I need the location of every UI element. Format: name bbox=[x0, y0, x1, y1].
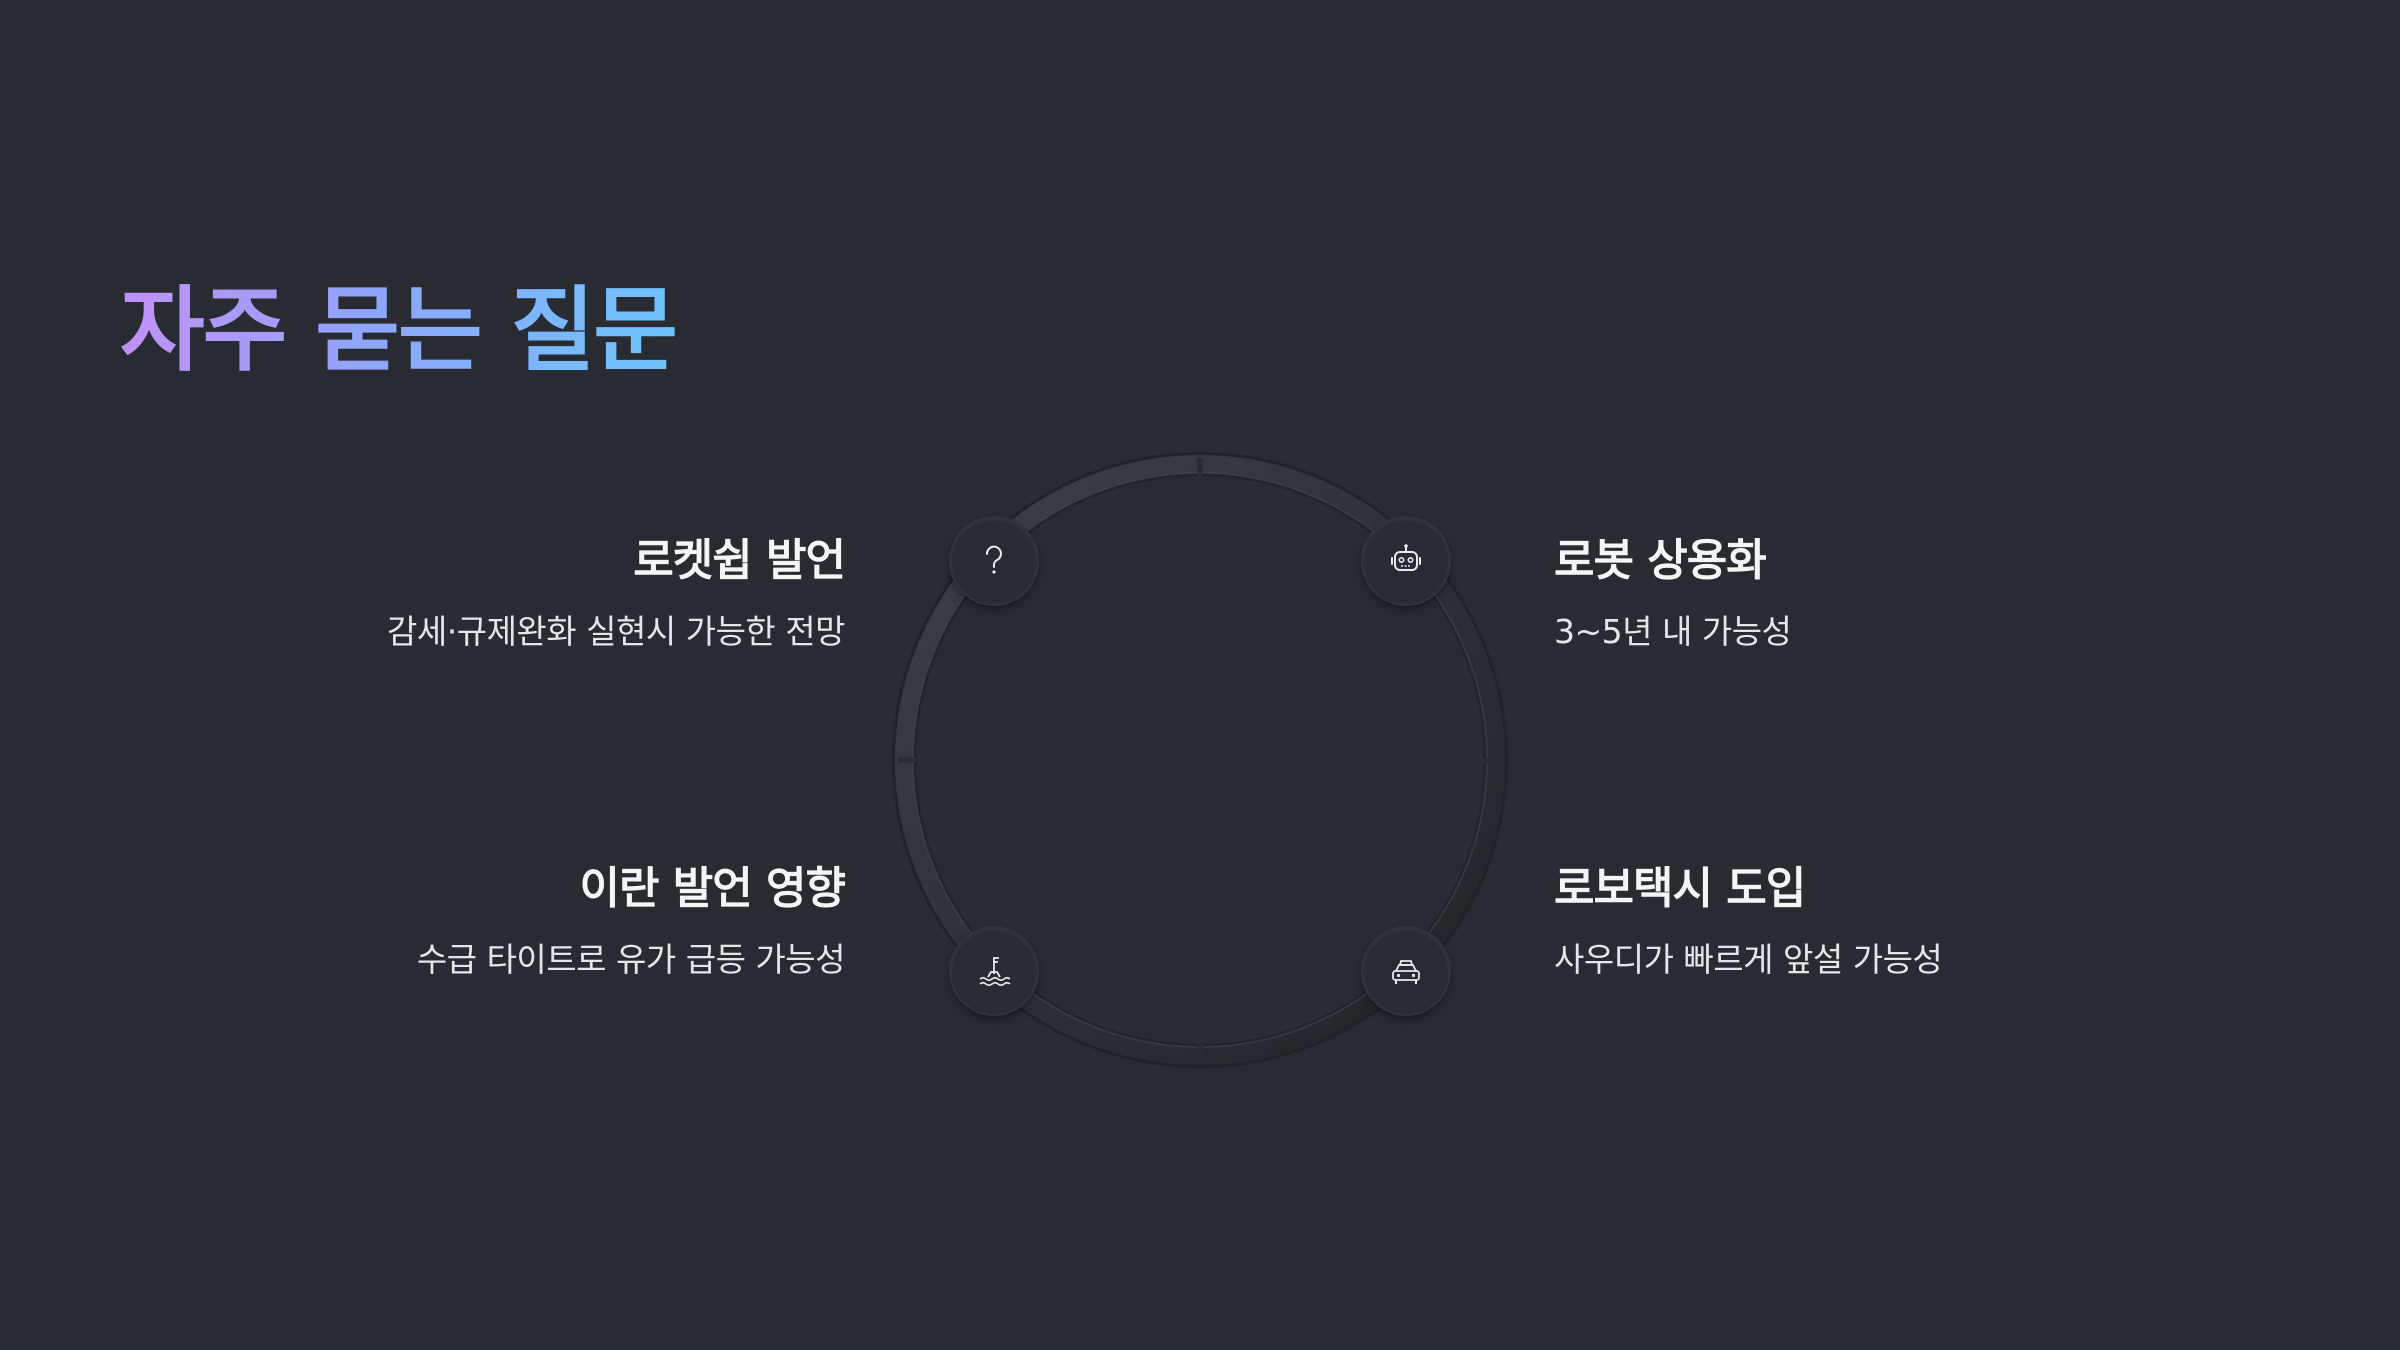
faq-heading: 이란 발언 영향 bbox=[579, 863, 846, 914]
robot-icon bbox=[1391, 544, 1421, 571]
cycle-ring bbox=[892, 452, 1508, 1068]
faq-item-rocketship: 로켓쉽 발언 감세·규제완화 실현시 가능한 전망 bbox=[245, 535, 846, 651]
faq-heading: 로보택시 도입 bbox=[1554, 863, 1806, 914]
faq-item-iran: 이란 발언 영향 수급 타이트로 유가 급등 가능성 bbox=[245, 863, 846, 979]
faq-item-robotaxi: 로보택시 도입 사우디가 빠르게 앞설 가능성 bbox=[1554, 863, 2154, 979]
faq-heading: 로봇 상용화 bbox=[1554, 535, 1767, 586]
robot-node bbox=[1363, 518, 1449, 604]
question-icon bbox=[985, 545, 1002, 574]
faq-heading: 로켓쉽 발언 bbox=[633, 535, 846, 586]
page-title: 자주 묻는 질문 bbox=[120, 277, 678, 384]
taxi-icon bbox=[1392, 960, 1420, 984]
faq-description: 수급 타이트로 유가 급등 가능성 bbox=[416, 939, 846, 979]
faq-description: 감세·규제완화 실현시 가능한 전망 bbox=[387, 611, 846, 651]
oil-rig-icon bbox=[979, 957, 1011, 987]
faq-description: 3~5년 내 가능성 bbox=[1554, 611, 1792, 651]
oil-rig-node bbox=[951, 928, 1037, 1014]
faq-item-robot: 로봇 상용화 3~5년 내 가능성 bbox=[1554, 535, 2154, 651]
taxi-node bbox=[1363, 928, 1449, 1014]
question-node bbox=[951, 518, 1037, 604]
faq-description: 사우디가 빠르게 앞설 가능성 bbox=[1554, 939, 1943, 979]
